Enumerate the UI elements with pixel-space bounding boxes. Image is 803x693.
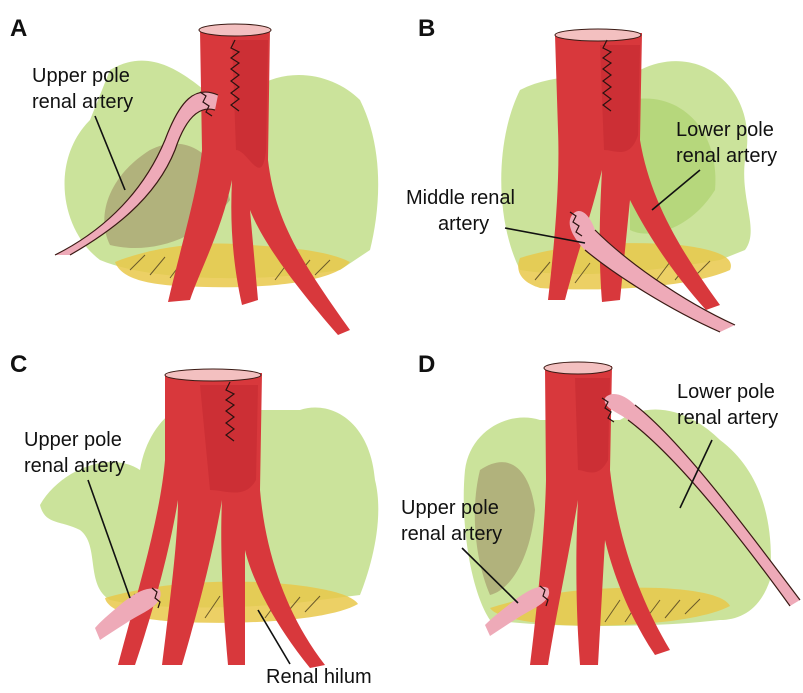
panel-a: A Upper pole renal artery [10,15,378,335]
artery-lumen-c [165,369,261,381]
panel-letter-a: A [10,15,27,42]
panel-c: C Upper pole renal artery Renal hilum [10,351,378,688]
panel-d: D Lower pole renal artery Upper pole ren… [401,351,800,665]
label-renal-hilum-c: Renal hilum [266,666,372,688]
artery-lumen-a [199,24,271,36]
panel-b: B Lower pole renal artery Middle renal a… [406,15,779,332]
panel-letter-c: C [10,351,27,378]
artery-lumen-b [555,29,641,41]
panel-letter-b: B [418,15,435,42]
artery-shade-d [575,378,610,473]
artery-shade-a [232,40,268,168]
label-upper-pole-c: Upper pole renal artery [24,429,127,477]
artery-shade-b [600,45,640,152]
artery-lumen-d [544,362,612,374]
label-lower-pole-d: Lower pole renal artery [677,381,780,429]
panel-letter-d: D [418,351,435,378]
